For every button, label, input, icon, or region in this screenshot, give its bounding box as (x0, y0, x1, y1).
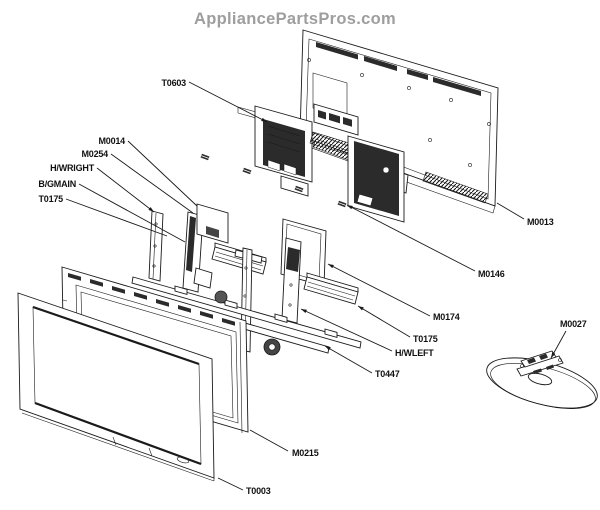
callout-m0014: M0014 (98, 136, 198, 207)
screws (200, 153, 347, 208)
main-board-m0146 (347, 135, 405, 223)
bracket-side-left (281, 237, 302, 324)
hinge-disc (214, 290, 228, 304)
front-bezel (17, 292, 215, 482)
cover-screw-holes (307, 58, 491, 167)
callout-m0215: M0215 (249, 429, 319, 458)
stand-base (486, 357, 598, 409)
callout-hw-right: H/WRIGHT (50, 163, 155, 213)
part-label-m0215: M0215 (292, 448, 319, 458)
part-label-m0027: M0027 (560, 319, 587, 329)
part-label-m0013: M0013 (527, 217, 554, 227)
part-label-t0603: T0603 (161, 78, 186, 88)
bg-main-board (196, 203, 229, 244)
callout-hw-left: H/WLEFT (300, 308, 434, 358)
callout-bg-main: B/GMAIN (38, 179, 186, 243)
callout-m0146: M0146 (346, 204, 505, 279)
callout-m0027: M0027 (550, 319, 587, 359)
callout-t0175-right: T0175 (357, 305, 438, 344)
part-label-m0254: M0254 (81, 149, 108, 159)
part-label-t0003: T0003 (246, 486, 271, 496)
callout-m0174: M0174 (327, 263, 460, 322)
part-label-t0447: T0447 (375, 369, 400, 379)
brand-logo-mark (176, 456, 190, 464)
bracket-side-right (148, 210, 164, 282)
vent-grille-right (422, 171, 489, 204)
stand-guide-bracket (516, 350, 564, 377)
part-label-m0146: M0146 (478, 269, 505, 279)
part-label-hw-left: H/WLEFT (395, 348, 434, 358)
callouts: T0603 M0014 M0254 H/WRIGHT B/GMAIN T0175… (38, 78, 587, 496)
callout-m0254: M0254 (81, 149, 194, 214)
callout-t0447: T0447 (324, 345, 400, 379)
speaker-lower (303, 272, 359, 305)
control-board-t0603 (254, 105, 313, 183)
site-watermark: AppliancePartsPros.com (194, 10, 396, 28)
part-label-m0174: M0174 (433, 312, 460, 322)
stand-hinge (263, 338, 281, 356)
callout-t0175-left: T0175 (38, 194, 168, 237)
part-label-m0014: M0014 (98, 136, 125, 146)
part-label-hw-right: H/WRIGHT (50, 163, 95, 173)
callout-m0013: M0013 (496, 202, 554, 227)
callout-t0003: T0003 (217, 477, 271, 496)
bracket-bg-main (182, 203, 229, 293)
part-label-t0175-right: T0175 (413, 334, 438, 344)
callout-t0603: T0603 (161, 78, 268, 123)
part-label-t0175-left: T0175 (38, 194, 63, 204)
part-label-bg-main: B/GMAIN (38, 179, 76, 189)
chassis-bar-upper (131, 276, 362, 349)
